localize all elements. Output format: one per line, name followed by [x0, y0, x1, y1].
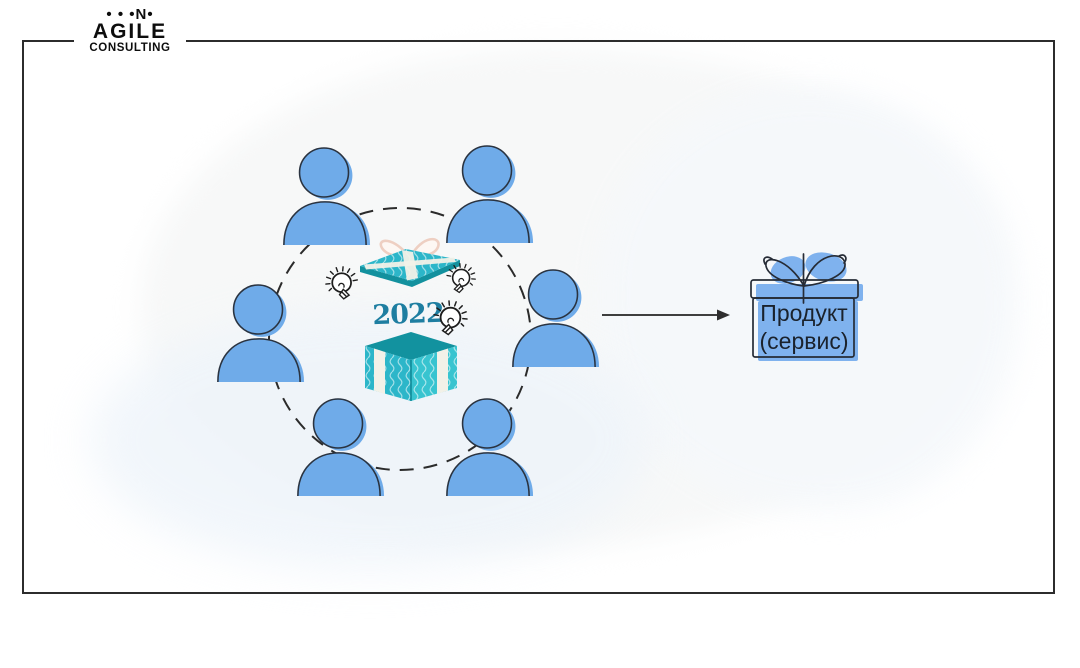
- product-label-line2: (сервис): [759, 327, 849, 354]
- logo-subtitle: CONSULTING: [89, 42, 171, 54]
- person-icon: [441, 145, 535, 243]
- person-icon: [292, 398, 386, 496]
- logo-dots-icon: • • •N•: [106, 6, 154, 23]
- product-label-line1: Продукт: [760, 300, 848, 326]
- person-icon: [507, 269, 601, 367]
- lightbulb-icon: [441, 262, 477, 298]
- product-label: Продукт (сервис): [752, 300, 856, 355]
- lightbulb-icon: [324, 265, 364, 305]
- logo: • • •N• AGILE CONSULTING: [74, 5, 186, 57]
- person-icon: [441, 398, 535, 496]
- frame-border: [22, 40, 1055, 594]
- logo-title: AGILE: [92, 20, 168, 43]
- person-icon: [212, 284, 306, 382]
- arrow-right-icon: [602, 309, 730, 321]
- lightbulb-icon: [427, 299, 469, 341]
- person-icon: [278, 147, 372, 245]
